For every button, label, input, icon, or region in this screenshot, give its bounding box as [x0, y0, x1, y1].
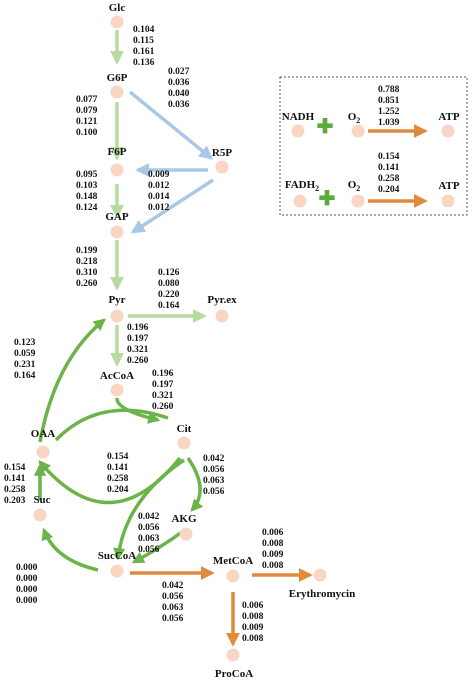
- node-erythromycin: [313, 568, 327, 582]
- flux-metcoa-procoa: 0.006 0.008 0.009 0.008: [242, 601, 266, 644]
- atp-label-row1: ATP: [438, 111, 459, 123]
- label-gap: GAP: [105, 211, 129, 223]
- label-g6p: G6P: [107, 72, 128, 84]
- node-labels: Glc G6P R5P F6P GAP Pyr Pyr.ex AcCoA Cit…: [31, 2, 355, 680]
- node-g6p: [110, 85, 124, 99]
- flux-fadh2-atp: 0.154 0.141 0.258 0.204: [378, 152, 402, 195]
- product-arrows: [130, 566, 313, 647]
- label-f6p: F6P: [108, 146, 127, 158]
- flux-akg-succoa: 0.042 0.056 0.063 0.056: [138, 512, 162, 555]
- node-akg: [179, 527, 193, 541]
- label-accoa: AcCoA: [100, 370, 134, 382]
- oxphos-box-border: [279, 76, 468, 216]
- label-cit: Cit: [177, 423, 192, 435]
- flux-nadh-atp: 0.788 0.851 1.252 1.039: [378, 85, 402, 128]
- node-oaa: [36, 445, 50, 459]
- node-cit: [177, 436, 191, 450]
- label-akg: AKG: [171, 513, 197, 525]
- node-pyrex: [215, 309, 229, 323]
- label-r5p: R5P: [212, 147, 232, 159]
- label-oaa: OAA: [31, 428, 56, 440]
- label-procoa: ProCoA: [215, 668, 253, 680]
- node-pyr: [110, 309, 124, 323]
- oxphos-box: NADH ✚ O2 ATP 0.788 0.851 1.252 1.039 FA…: [279, 76, 468, 216]
- arrow-cit-akg: [186, 457, 204, 512]
- node-succoa: [110, 564, 124, 578]
- flux-suc-oaa: 0.154 0.141 0.258 0.203: [4, 463, 28, 506]
- arrow-oaa-pyr: [38, 318, 106, 443]
- node-glc: [110, 15, 124, 29]
- nodes: [33, 15, 327, 662]
- label-pyrex: Pyr.ex: [207, 294, 237, 306]
- o2-label-row1: O2: [348, 111, 361, 125]
- node-suc: [33, 508, 47, 522]
- atp-node-row2: [441, 194, 455, 208]
- node-metcoa: [226, 569, 240, 583]
- node-f6p: [110, 163, 124, 177]
- o2-label-row2: O2: [348, 179, 361, 193]
- flux-metcoa-erythromycin: 0.006 0.008 0.009 0.008: [262, 528, 286, 571]
- atp-label-row2: ATP: [438, 180, 459, 192]
- flux-succoa-metcoa: 0.042 0.056 0.063 0.056: [162, 581, 186, 624]
- node-gap: [110, 225, 124, 239]
- flux-glc-g6p: 0.104 0.115 0.161 0.136: [133, 25, 157, 68]
- flux-pyr-accoa: 0.196 0.197 0.321 0.260: [127, 323, 151, 366]
- o2-node-row2: [351, 194, 365, 208]
- label-erythromycin: Erythromycin: [289, 588, 355, 600]
- flux-succoa-suc: 0.000 0.000 0.000 0.000: [16, 563, 40, 606]
- plus-icon: ✚: [317, 116, 334, 138]
- flux-g6p-r5p: 0.027 0.036 0.040 0.036: [168, 67, 192, 110]
- flux-cit-oaa: 0.154 0.141 0.258 0.204: [107, 452, 131, 495]
- arrow-cit-succoa: [113, 458, 185, 561]
- label-glc: Glc: [109, 2, 126, 14]
- o2-node-row1: [351, 124, 365, 138]
- flux-r5p-f6p-gap: 0.009 0.012 0.014 0.012: [148, 170, 172, 213]
- flux-f6p-gap: 0.095 0.103 0.148 0.124: [76, 170, 100, 213]
- flux-labels: 0.104 0.115 0.161 0.136 0.027 0.036 0.04…: [4, 25, 286, 644]
- flux-g6p-f6p: 0.077 0.079 0.121 0.100: [76, 95, 100, 138]
- fadh2-node: [293, 194, 307, 208]
- nadh-label: NADH: [282, 111, 315, 123]
- atp-node-row1: [441, 124, 455, 138]
- flux-cit-akg: 0.042 0.056 0.063 0.056: [203, 454, 227, 497]
- nadh-node: [291, 124, 305, 138]
- flux-accoa-cit: 0.196 0.197 0.321 0.260: [152, 369, 176, 412]
- fadh2-label: FADH2: [285, 179, 319, 193]
- label-suc: Suc: [33, 494, 50, 506]
- plus-icon-row2: ✚: [319, 188, 336, 210]
- arrow-g6p-r5p: [128, 90, 214, 160]
- ppp-arrows: [128, 90, 214, 234]
- node-procoa: [226, 648, 240, 662]
- label-pyr: Pyr: [108, 294, 125, 306]
- label-metcoa: MetCoA: [213, 555, 253, 567]
- tca-arrows: [33, 318, 204, 572]
- arrow-tca-arc: [54, 408, 169, 442]
- arrow-succoa-suc: [41, 527, 99, 572]
- arrow-akg-succoa: [131, 530, 184, 564]
- node-accoa: [110, 383, 124, 397]
- node-r5p: [215, 160, 229, 174]
- flux-pyr-pyrex: 0.126 0.080 0.220 0.164: [158, 268, 182, 311]
- flux-gap-pyr: 0.199 0.218 0.310 0.260: [76, 246, 100, 289]
- label-succoa: SucCoA: [98, 550, 137, 562]
- flux-oaa-pyr: 0.123 0.059 0.231 0.164: [14, 338, 38, 381]
- arrow-r5p-gap: [130, 178, 214, 234]
- glycolysis-arrows: [110, 30, 207, 367]
